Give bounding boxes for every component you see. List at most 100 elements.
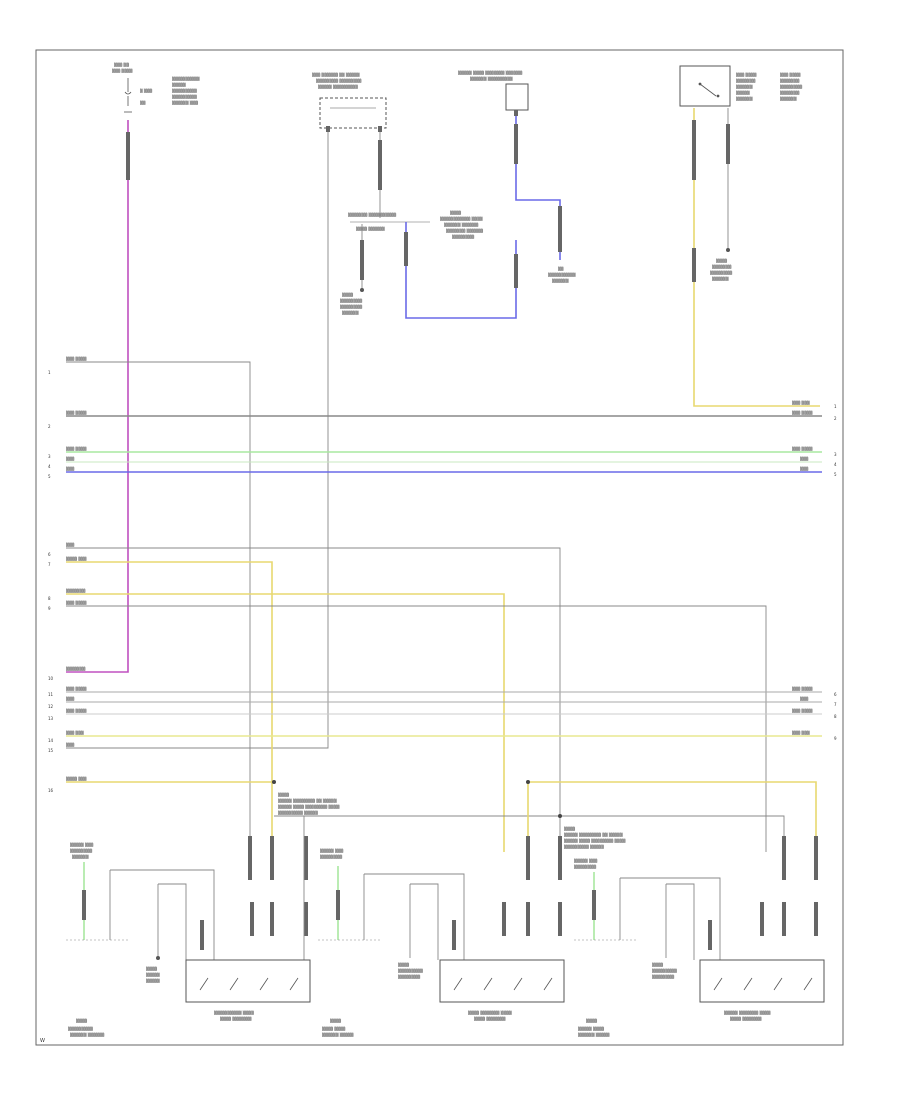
svg-text:▒▒▒▒▒ ▒▒▒▒ ▒▒▒▒▒▒▒▒ ▒▒▒▒: ▒▒▒▒▒ ▒▒▒▒ ▒▒▒▒▒▒▒▒ ▒▒▒▒ [278,804,340,809]
svg-text:▒▒▒▒▒: ▒▒▒▒▒ [146,978,160,983]
svg-text:6: 6 [834,692,837,697]
svg-text:▒▒▒▒▒▒▒: ▒▒▒▒▒▒▒ [712,264,732,269]
svg-text:▒▒▒ ▒▒▒▒: ▒▒▒ ▒▒▒▒ [792,686,813,691]
svg-text:▒▒▒▒▒▒▒▒ ▒▒▒▒▒▒▒▒: ▒▒▒▒▒▒▒▒ ▒▒▒▒▒▒▒▒ [316,78,362,83]
wire-magenta-vertical [66,120,129,673]
svg-text:1: 1 [48,370,51,375]
svg-text:▒▒▒ ▒▒▒▒: ▒▒▒ ▒▒▒▒ [66,708,87,713]
svg-text:▒▒▒▒▒▒▒▒▒▒▒ ▒▒▒▒: ▒▒▒▒▒▒▒▒▒▒▒ ▒▒▒▒ [440,216,483,221]
svg-text:11: 11 [48,692,54,697]
svg-text:▒▒▒▒: ▒▒▒▒ [342,292,353,297]
bus-labels-left: ▒▒▒ ▒▒▒▒ ▒▒▒ ▒▒▒▒ ▒▒▒ ▒▒▒▒ ▒▒▒ ▒▒▒ ▒▒▒ ▒… [66,356,87,781]
svg-text:▒▒▒ ▒▒▒: ▒▒▒ ▒▒▒ [792,730,810,735]
svg-text:▒▒▒ ▒▒▒▒: ▒▒▒ ▒▒▒▒ [66,446,87,451]
svg-text:7: 7 [834,702,837,707]
svg-text:8: 8 [48,596,51,601]
svg-text:3: 3 [834,452,837,457]
svg-text:▒▒▒ ▒▒▒▒: ▒▒▒ ▒▒▒▒ [792,708,813,713]
footer-label: W [40,1038,45,1044]
svg-text:▒▒▒▒: ▒▒▒▒ [450,210,461,215]
svg-text:▒▒▒ ▒▒▒▒▒▒ ▒▒ ▒▒▒▒▒: ▒▒▒ ▒▒▒▒▒▒ ▒▒ ▒▒▒▒▒ [312,72,360,77]
svg-text:▒▒▒▒▒ ▒▒▒▒ ▒▒▒▒▒▒▒ ▒▒▒▒▒▒: ▒▒▒▒▒ ▒▒▒▒ ▒▒▒▒▒▒▒ ▒▒▒▒▒▒ [458,70,522,75]
svg-text:▒▒▒▒▒▒▒: ▒▒▒▒▒▒▒ [780,90,800,95]
svg-text:▒▒▒▒: ▒▒▒▒ [564,826,575,831]
svg-text:▒▒▒▒▒ ▒▒▒: ▒▒▒▒▒ ▒▒▒ [70,842,93,847]
fuse-block-top-left: ▒▒▒ ▒▒ ▒▒▒ ▒▒▒▒ ▒ ▒▒▒ ▒▒ ▒▒▒▒▒▒▒▒▒▒ ▒▒▒▒… [112,62,200,113]
svg-text:▒▒▒▒ ▒▒▒▒: ▒▒▒▒ ▒▒▒▒ [322,1026,345,1031]
switch-top-right: ▒▒▒ ▒▒▒▒ ▒▒▒▒▒▒▒ ▒▒▒▒▒▒ ▒▒▒▒▒ ▒▒▒▒▒▒ ▒▒▒… [679,65,802,107]
svg-text:16: 16 [48,788,54,793]
svg-text:▒▒: ▒▒ [140,100,146,105]
svg-text:▒▒▒ ▒▒▒▒: ▒▒▒ ▒▒▒▒ [66,356,87,361]
svg-text:▒▒▒▒▒▒▒▒▒▒ ▒▒▒▒: ▒▒▒▒▒▒▒▒▒▒ ▒▒▒▒ [214,1010,254,1015]
svg-text:▒▒▒ ▒▒▒▒: ▒▒▒ ▒▒▒▒ [66,686,87,691]
svg-text:▒▒▒▒▒: ▒▒▒▒▒ [736,90,750,95]
svg-text:▒▒▒▒ ▒▒▒▒▒▒▒: ▒▒▒▒ ▒▒▒▒▒▒▒ [474,1016,506,1021]
wire-blue-loop [515,116,561,260]
svg-text:4: 4 [48,464,51,469]
svg-text:9: 9 [834,736,837,741]
fuse-block-top-middle: ▒▒▒ ▒▒▒▒▒▒ ▒▒ ▒▒▒▒▒ ▒▒▒▒▒▒▒▒ ▒▒▒▒▒▒▒▒ ▒▒… [312,72,387,132]
pin-numbers: 1 2 3 4 5 6 7 8 9 10 11 12 13 14 15 16 1… [48,370,837,793]
svg-text:▒▒▒▒: ▒▒▒▒ [278,792,289,797]
svg-text:2: 2 [48,424,51,429]
svg-text:9: 9 [48,606,51,611]
svg-text:▒▒▒▒▒ ▒▒▒▒▒▒▒▒ ▒▒ ▒▒▒▒▒: ▒▒▒▒▒ ▒▒▒▒▒▒▒▒ ▒▒ ▒▒▒▒▒ [564,832,623,837]
svg-text:▒▒▒▒ ▒▒▒: ▒▒▒▒ ▒▒▒ [66,556,87,561]
bus-wires [66,361,822,852]
svg-text:▒▒▒ ▒▒▒▒: ▒▒▒ ▒▒▒▒ [66,600,87,605]
svg-text:2: 2 [834,416,837,421]
svg-text:▒▒▒▒▒▒▒: ▒▒▒▒▒▒▒ [780,78,800,83]
svg-text:5: 5 [834,472,837,477]
svg-text:▒▒▒▒▒▒ ▒▒▒: ▒▒▒▒▒▒ ▒▒▒ [172,100,198,105]
svg-text:▒▒▒▒▒▒▒▒▒: ▒▒▒▒▒▒▒▒▒ [398,968,423,973]
svg-text:8: 8 [834,714,837,719]
svg-text:▒▒▒▒ ▒▒▒: ▒▒▒▒ ▒▒▒ [66,776,87,781]
svg-text:▒▒▒▒ ▒▒▒▒▒▒▒: ▒▒▒▒ ▒▒▒▒▒▒▒ [730,1016,762,1021]
svg-text:▒▒▒▒: ▒▒▒▒ [76,1018,87,1023]
svg-text:▒▒▒: ▒▒▒ [800,696,809,701]
svg-text:6: 6 [48,552,51,557]
svg-text:▒▒▒▒▒▒▒▒: ▒▒▒▒▒▒▒▒ [780,84,802,89]
svg-text:▒▒▒: ▒▒▒ [66,456,75,461]
svg-text:▒▒▒▒ ▒▒▒▒▒▒▒: ▒▒▒▒ ▒▒▒▒▒▒▒ [220,1016,252,1021]
svg-text:▒▒▒▒▒▒▒▒: ▒▒▒▒▒▒▒▒ [398,974,420,979]
svg-text:13: 13 [48,716,54,721]
svg-text:▒▒▒ ▒▒▒▒: ▒▒▒ ▒▒▒▒ [792,446,813,451]
svg-text:▒▒▒▒: ▒▒▒▒ [330,1018,341,1023]
svg-text:▒▒▒▒▒▒ ▒▒▒▒▒▒: ▒▒▒▒▒▒ ▒▒▒▒▒▒ [70,1032,105,1037]
svg-text:▒▒▒▒: ▒▒▒▒ [586,1018,597,1023]
svg-text:▒▒▒▒: ▒▒▒▒ [716,258,727,263]
svg-text:▒▒▒: ▒▒▒ [66,742,75,747]
svg-text:10: 10 [48,676,54,681]
svg-text:▒▒▒▒▒ ▒▒▒▒: ▒▒▒▒▒ ▒▒▒▒ [578,1026,604,1031]
svg-text:▒▒▒▒▒▒: ▒▒▒▒▒▒ [72,854,89,859]
svg-text:4: 4 [834,462,837,467]
svg-text:▒▒▒▒▒▒▒▒▒: ▒▒▒▒▒▒▒▒▒ [652,968,677,973]
svg-text:▒▒▒▒▒▒▒▒: ▒▒▒▒▒▒▒▒ [574,864,596,869]
svg-text:▒▒▒▒▒▒ ▒▒▒▒▒: ▒▒▒▒▒▒ ▒▒▒▒▒ [322,1032,354,1037]
svg-text:▒▒▒▒▒▒: ▒▒▒▒▒▒ [712,276,729,281]
svg-text:7: 7 [48,562,51,567]
svg-text:▒▒▒▒▒▒▒▒: ▒▒▒▒▒▒▒▒ [340,298,362,303]
svg-text:▒▒▒ ▒▒▒▒: ▒▒▒ ▒▒▒▒ [792,410,813,415]
svg-text:▒▒▒▒▒▒ ▒▒▒▒▒▒: ▒▒▒▒▒▒ ▒▒▒▒▒▒ [444,222,479,227]
svg-text:▒▒▒▒▒ ▒▒▒▒ ▒▒▒▒▒▒▒▒ ▒▒▒▒: ▒▒▒▒▒ ▒▒▒▒ ▒▒▒▒▒▒▒▒ ▒▒▒▒ [564,838,626,843]
svg-text:▒▒▒: ▒▒▒ [800,466,809,471]
svg-text:▒▒▒ ▒▒▒: ▒▒▒ ▒▒▒ [792,400,810,405]
svg-text:▒▒▒▒▒▒: ▒▒▒▒▒▒ [736,84,753,89]
svg-text:▒▒▒▒▒▒▒: ▒▒▒▒▒▒▒ [66,666,86,671]
svg-text:▒▒▒▒▒ ▒▒▒▒▒▒▒▒▒: ▒▒▒▒▒ ▒▒▒▒▒▒▒▒▒ [318,84,358,89]
svg-text:▒▒▒▒▒▒▒▒▒▒: ▒▒▒▒▒▒▒▒▒▒ [172,76,200,81]
svg-text:▒▒▒ ▒▒▒: ▒▒▒ ▒▒▒ [66,730,84,735]
svg-text:1: 1 [834,404,837,409]
window-switch-group-3: ▒▒▒▒▒ ▒▒▒ ▒▒▒▒▒▒▒▒ ▒▒▒▒ ▒▒▒▒▒ ▒▒▒▒ ▒▒▒▒▒… [574,836,825,1037]
svg-text:▒▒▒▒▒▒▒▒: ▒▒▒▒▒▒▒▒ [340,304,362,309]
svg-text:▒▒▒▒▒▒▒: ▒▒▒▒▒▒▒ [736,78,756,83]
svg-text:▒▒▒▒: ▒▒▒▒ [652,962,663,967]
svg-text:▒▒: ▒▒ [558,266,564,271]
svg-text:▒▒▒ ▒▒▒▒: ▒▒▒ ▒▒▒▒ [112,68,133,73]
svg-text:12: 12 [48,704,54,709]
svg-text:▒▒▒▒▒▒▒▒▒: ▒▒▒▒▒▒▒▒▒ [172,88,197,93]
